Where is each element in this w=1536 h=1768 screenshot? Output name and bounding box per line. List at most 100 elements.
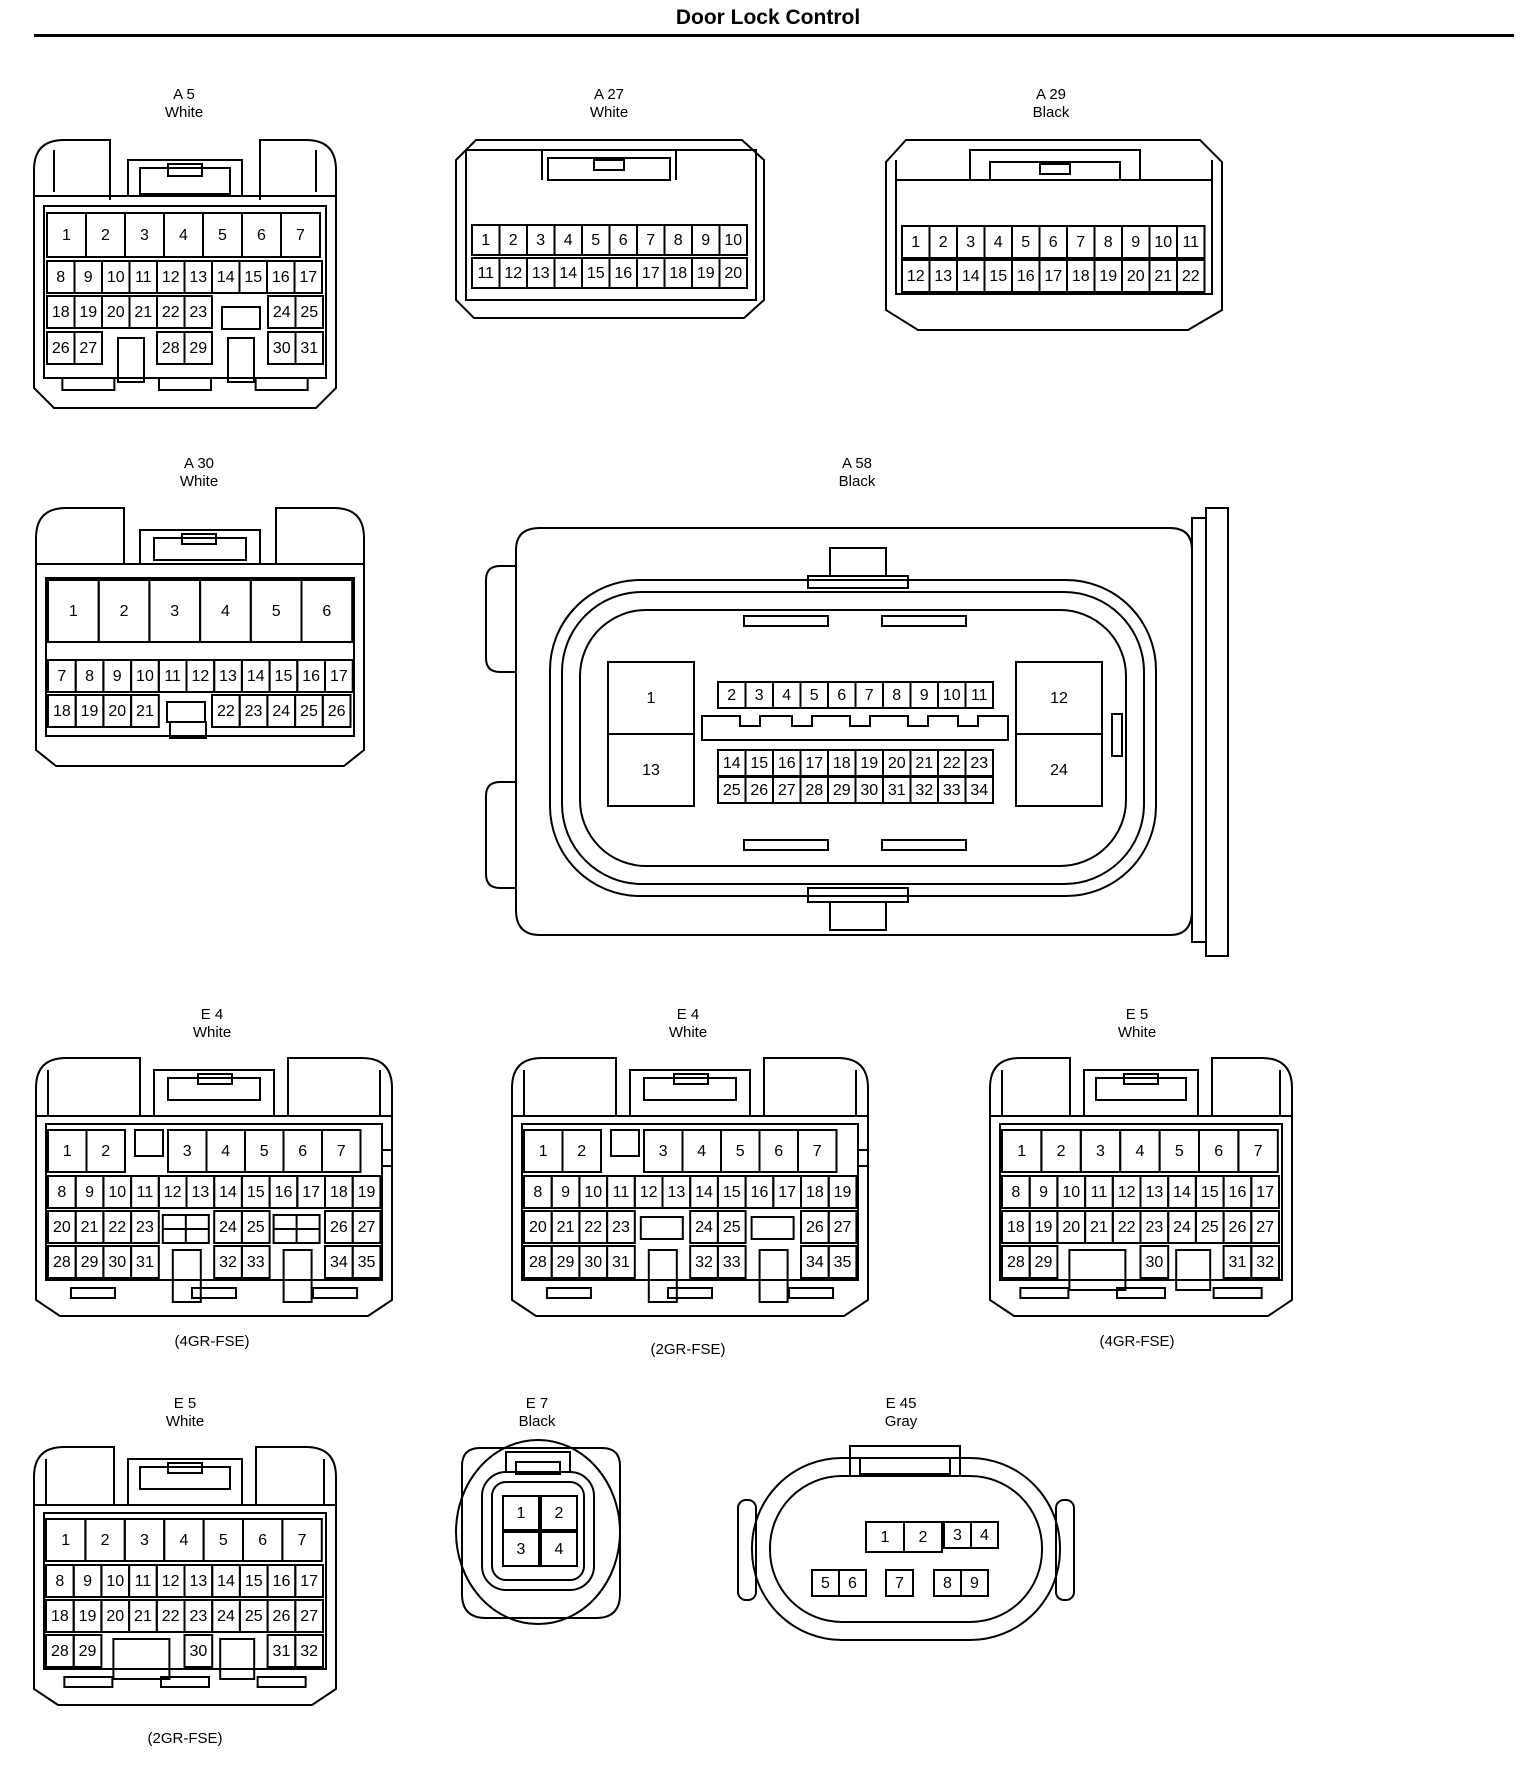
pin-number: 20	[724, 265, 742, 282]
pin-number: 4	[564, 232, 573, 249]
pin-number: 1	[61, 1532, 70, 1549]
pin-number: 16	[275, 1184, 293, 1201]
connector-color: White	[668, 1024, 708, 1041]
pin-cavity	[294, 1634, 324, 1668]
pin-number: 7	[337, 1143, 346, 1160]
pin-number: 24	[273, 304, 291, 321]
outline-rect	[750, 1216, 795, 1240]
pin-number: 34	[970, 782, 988, 799]
pin-number: 5	[591, 232, 600, 249]
pin-cavity	[72, 1634, 103, 1668]
pin-number: 33	[943, 782, 961, 799]
connector-color: Black	[518, 1413, 556, 1430]
pin-number: 32	[300, 1643, 318, 1660]
pin-number: 22	[108, 1219, 126, 1236]
pin-number: 15	[244, 269, 262, 286]
pin-number: 21	[557, 1219, 575, 1236]
pin-number: 3	[953, 1527, 962, 1544]
pin-number: 5	[272, 603, 281, 620]
pin-number: 7	[298, 1532, 307, 1549]
pin-number: 4	[1135, 1143, 1144, 1160]
pin-number: 27	[778, 782, 796, 799]
pin-cavity	[1250, 1210, 1281, 1244]
outline-rect	[1068, 1249, 1127, 1291]
pin-number: 4	[179, 227, 188, 244]
pin-number: 30	[273, 340, 291, 357]
connector-id: E 4	[200, 1006, 224, 1023]
connector-color: White	[589, 104, 629, 121]
outline-rect	[254, 377, 309, 391]
outline-path	[33, 1504, 337, 1706]
pin-number: 1	[481, 232, 490, 249]
connector-id: E 7	[525, 1395, 549, 1412]
outline-rect	[849, 1445, 961, 1477]
pin-number: 18	[330, 1184, 348, 1201]
pin-cavity	[73, 331, 103, 365]
pin-number: 6	[322, 603, 331, 620]
outline-path	[35, 1115, 393, 1317]
pin-number: 6	[257, 227, 266, 244]
outline-rect	[139, 1466, 231, 1490]
pin-number: 24	[272, 703, 290, 720]
outline-rect	[999, 1123, 1283, 1281]
connector-color: Gray	[884, 1413, 918, 1430]
pin-number: 6	[1049, 234, 1058, 251]
outline-path	[1211, 1057, 1293, 1188]
pin-number: 1	[69, 603, 78, 620]
connector-id: A 27	[593, 86, 625, 103]
pin-number: 28	[53, 1254, 71, 1271]
pin-number: 10	[106, 1573, 124, 1590]
pin-number: 28	[51, 1643, 69, 1660]
pin-number: 10	[943, 687, 961, 704]
outline-rect	[743, 615, 829, 627]
outline-path	[515, 527, 1193, 936]
pin-number: 2	[555, 1505, 564, 1522]
pin-number: 15	[750, 755, 768, 772]
pin-number: 15	[247, 1184, 265, 1201]
pin-number: 10	[1154, 234, 1172, 251]
pin-number: 6	[774, 1143, 783, 1160]
pin-number: 30	[189, 1643, 207, 1660]
outline-path	[275, 507, 365, 564]
pin-number: 18	[806, 1184, 824, 1201]
pin-number: 23	[612, 1219, 630, 1236]
outline-ellipse	[455, 1439, 621, 1625]
pin-number: 9	[83, 1573, 92, 1590]
pin-number: 17	[1044, 268, 1062, 285]
pin-cavity	[1250, 1245, 1281, 1279]
pin-number: 26	[273, 1608, 291, 1625]
pin-cavity	[1139, 1245, 1170, 1279]
pin-number: 3	[966, 234, 975, 251]
pin-number: 22	[217, 703, 235, 720]
outline-rect	[1111, 713, 1123, 757]
outline-rect	[758, 1249, 789, 1303]
pin-number: 7	[865, 687, 874, 704]
pin-cavity	[970, 1521, 999, 1549]
pin-number: 10	[1062, 1184, 1080, 1201]
pin-number: 26	[1229, 1219, 1247, 1236]
outline-path	[153, 1069, 275, 1116]
pin-number: 22	[584, 1219, 602, 1236]
pin-number: 21	[1154, 268, 1172, 285]
pin-number: 11	[1182, 234, 1199, 251]
outline-rect	[227, 337, 255, 383]
pin-number: 9	[84, 269, 93, 286]
outline-rect	[667, 1287, 713, 1299]
outline-rect	[167, 163, 203, 177]
pin-number: 28	[805, 782, 823, 799]
pin-number: 17	[299, 269, 317, 286]
pin-number: 10	[584, 1184, 602, 1201]
pin-number: 5	[1175, 1143, 1184, 1160]
pin-cavity	[85, 1129, 126, 1173]
pin-number: 15	[245, 1573, 263, 1590]
pin-number: 27	[834, 1219, 852, 1236]
pin-cavity	[716, 1210, 747, 1244]
pin-number: 23	[189, 1608, 207, 1625]
variant-note: (2GR-FSE)	[650, 1341, 726, 1358]
outline-rect	[167, 1462, 203, 1474]
outline-rect	[153, 537, 247, 561]
